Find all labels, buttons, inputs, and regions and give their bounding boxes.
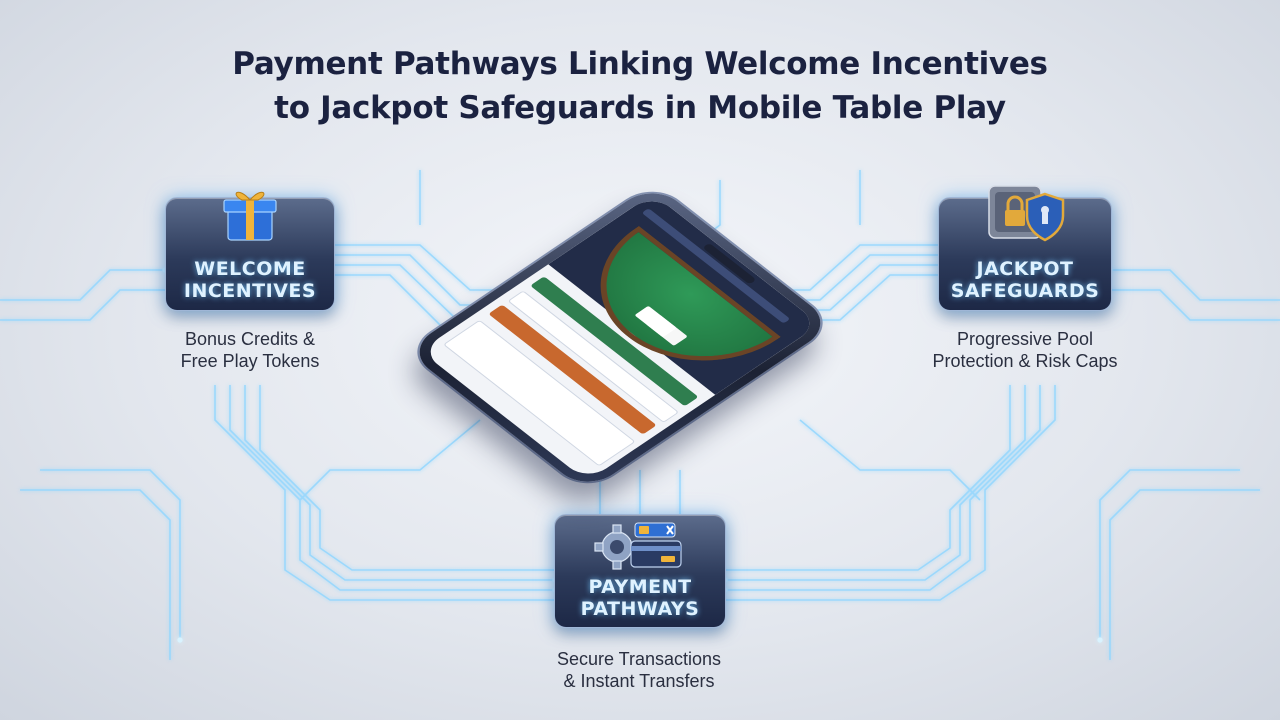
playing-cards-icon	[634, 305, 677, 338]
title-line-1: Payment Pathways Linking Welcome Incenti…	[232, 46, 1048, 82]
vault-shield-icon	[988, 185, 1065, 242]
welcome-incentives-caption: Bonus Credits & Free Play Tokens	[180, 329, 320, 371]
gear-card-icon	[594, 522, 682, 570]
welcome-incentives-card: WELCOME INCENTIVES	[165, 191, 335, 311]
gift-icon	[223, 191, 277, 241]
payment-pathways-caption: Secure Transactions & Instant Transfers	[556, 649, 722, 691]
payment-pathways-card: PAYMENT PATHWAYS	[554, 514, 726, 628]
jackpot-safeguards-label: JACKPOT SAFEGUARDS	[950, 258, 1100, 302]
title-line-2: to Jackpot Safeguards in Mobile Table Pl…	[274, 90, 1006, 126]
jackpot-safeguards-card: JACKPOT SAFEGUARDS	[938, 185, 1112, 311]
jackpot-safeguards-caption: Progressive Pool Protection & Risk Caps	[932, 329, 1118, 371]
diagram-title: Payment Pathways Linking Welcome Incenti…	[0, 42, 1280, 130]
payment-pathways-label: PAYMENT PATHWAYS	[580, 576, 700, 620]
welcome-incentives-label: WELCOME INCENTIVES	[183, 258, 317, 302]
